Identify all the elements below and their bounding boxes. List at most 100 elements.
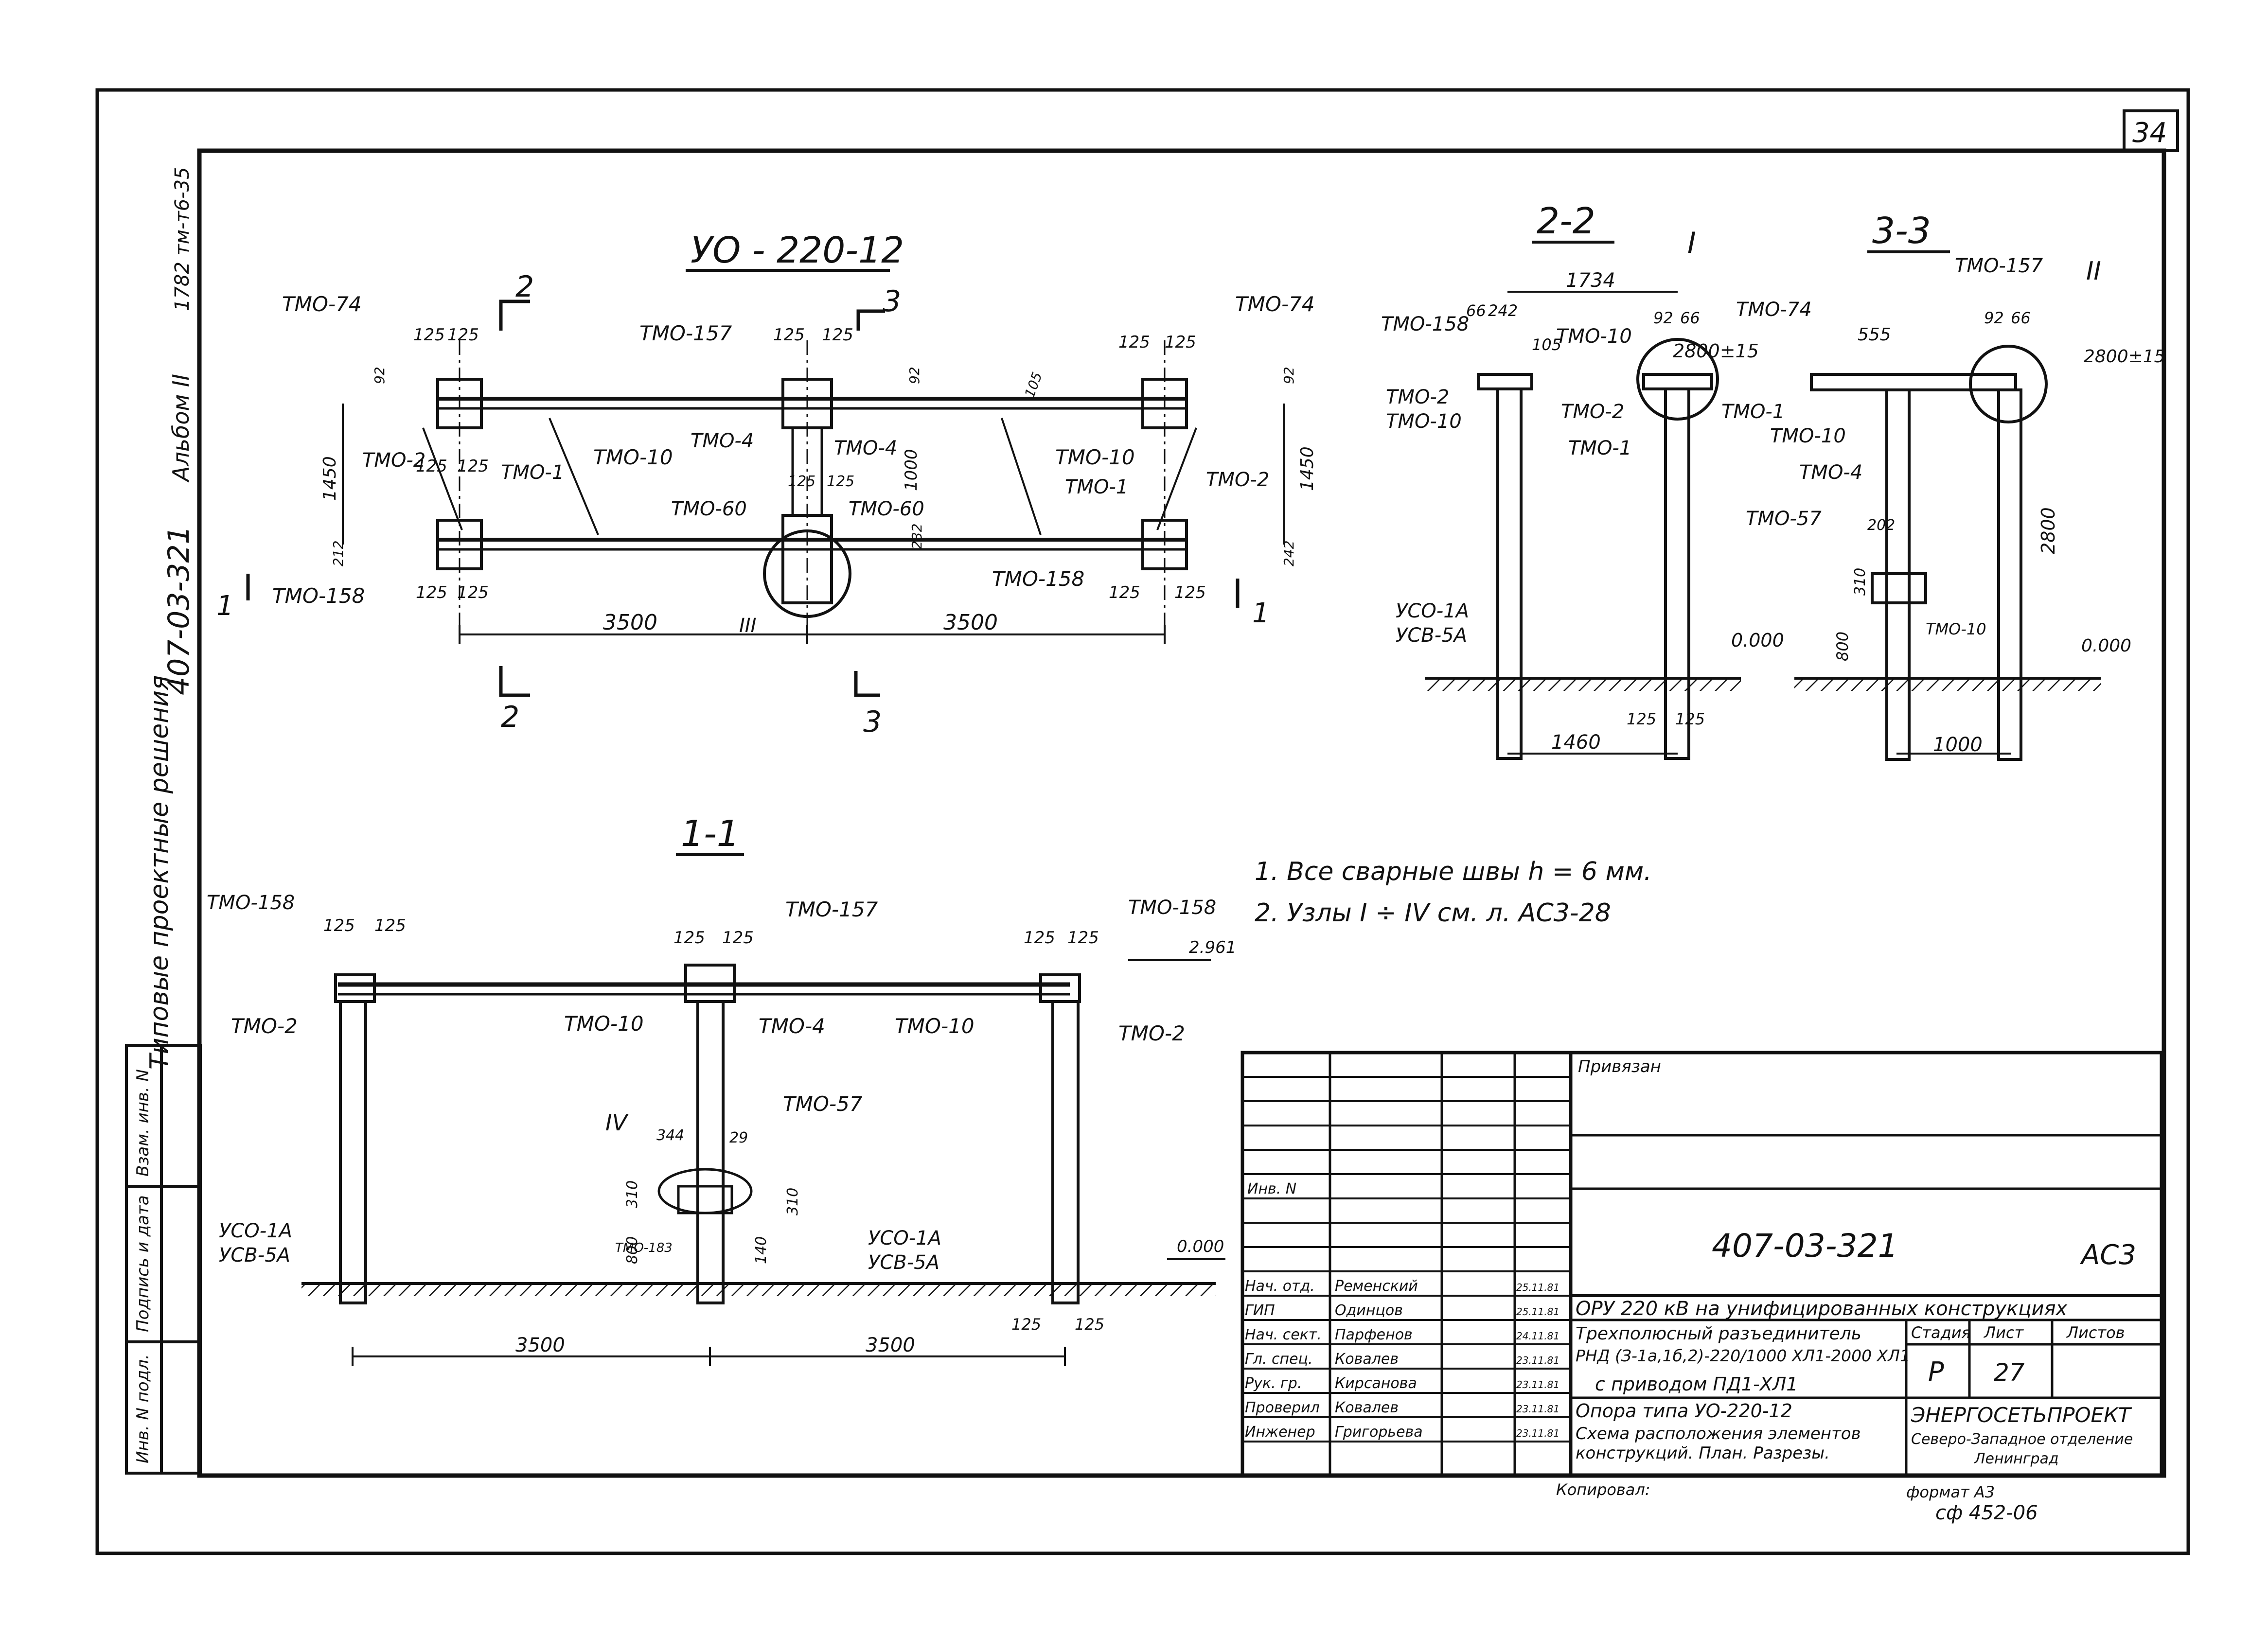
sec11-dim: 125 xyxy=(374,916,406,935)
section-2-2: 2-2 I ТМО-158 ТМО-10 ТМО-2 ТМО-10 ТМО-74… xyxy=(1381,200,1812,760)
signer-date: 24.11.81 xyxy=(1516,1330,1559,1342)
plan-label: ТМО-60 xyxy=(671,498,747,520)
sec22-dim: 125 xyxy=(1675,710,1705,728)
sec11-dim: 2.961 xyxy=(1189,938,1236,957)
sec22-label: ТМО-2 xyxy=(1561,401,1624,423)
sec33-label: ТМО-10 xyxy=(1770,425,1846,447)
side-margin: Типовые проектные решения 407-03-321 Аль… xyxy=(125,167,202,1475)
sec11-label: ТМО-158 xyxy=(207,892,295,914)
plan-label: ТМО-2 xyxy=(1206,469,1269,491)
sec11-label: ТМО-57 xyxy=(783,1092,863,1116)
plan-dim: 1450 xyxy=(320,456,340,501)
side-cell-1: Взам. инв. N xyxy=(133,1069,153,1177)
sec11-dim: 125 xyxy=(722,928,754,948)
side-code: 407-03-321 xyxy=(162,526,196,695)
signer-name: Ременский xyxy=(1335,1278,1418,1295)
plan-dim: 125 xyxy=(1174,583,1206,602)
plan-dim: 1000 xyxy=(902,449,921,491)
sec11-label: ТМО-183 xyxy=(615,1241,673,1255)
plan-dim: 125 xyxy=(413,325,445,345)
section-1-1: 1-1 ТМО-158 ТМО-157 ТМО-158 ТМО-2 ТМО-10… xyxy=(207,813,1236,1366)
plan-title: УО - 220-12 xyxy=(691,229,904,271)
plan-dim: 1450 xyxy=(1297,446,1317,491)
sec11-label: ТМО-4 xyxy=(759,1014,825,1038)
notes: 1. Все сварные швы h = 6 мм. 2. Узлы I ÷… xyxy=(1255,857,1652,928)
sec11-label: УСВ-5А xyxy=(219,1244,290,1267)
plan-label: ТМО-74 xyxy=(1235,292,1315,316)
sec33-dim: 555 xyxy=(1858,325,1891,345)
sec33-dim: 800 xyxy=(1833,632,1852,661)
sec22-label: УСО-1А xyxy=(1396,600,1469,622)
signer-role: Нач. сект. xyxy=(1245,1326,1322,1343)
side-cell-3: Инв. N подл. xyxy=(133,1354,153,1463)
plan-dim: 3500 xyxy=(943,610,998,635)
plan-dim: 125 xyxy=(416,583,447,602)
signer-name: Парфенов xyxy=(1335,1326,1413,1343)
plan-dim: 3500 xyxy=(603,610,657,635)
tb-project: ОРУ 220 кВ на унифицированных конструкци… xyxy=(1576,1298,2068,1320)
plan-node-left-top xyxy=(436,340,483,632)
plan-dim: 242 xyxy=(1281,541,1297,566)
sec22-label: ТМО-2 xyxy=(1386,386,1449,408)
sheet-frame: 34 xyxy=(95,88,2190,1555)
side-cell-2: Подпись и дата xyxy=(133,1195,153,1332)
sec11-label: УСО-1А xyxy=(219,1220,292,1242)
sec33-dim: 92 xyxy=(1984,309,2004,327)
title-block: Привязан Инв. N 407-03-321 АС3 ОРУ 220 к… xyxy=(1240,1051,2163,1478)
sec22-dim: 125 xyxy=(1627,710,1656,728)
sec22-label: ТМО-74 xyxy=(1736,299,1812,321)
sec11-dim: 0.000 xyxy=(1177,1237,1224,1256)
section-mark: 3 xyxy=(863,705,882,739)
sec11-dim: 29 xyxy=(729,1129,748,1146)
sec11-title: 1-1 xyxy=(681,813,740,855)
plan-label: ТМО-10 xyxy=(593,445,673,469)
page-number: 34 xyxy=(2132,117,2167,149)
signer-role: Нач. отд. xyxy=(1245,1278,1315,1295)
sec22-label: ТМО-10 xyxy=(1386,410,1462,433)
sec22-dim: 66 xyxy=(1466,301,1486,320)
side-title: Типовые проектные решения xyxy=(145,675,174,1070)
signer-role: Гл. спец. xyxy=(1245,1351,1312,1368)
sec11-dim: 125 xyxy=(1024,928,1055,948)
section-mark: 1 xyxy=(1252,598,1270,629)
plan-label: ТМО-60 xyxy=(849,498,924,520)
plan-label: ТМО-2 xyxy=(362,449,425,472)
sec33-label: ТМО-157 xyxy=(1955,255,2043,277)
plan-dim: 125 xyxy=(457,457,489,476)
footer-format: формат А3 xyxy=(1906,1483,1995,1501)
sec22-dim: 1460 xyxy=(1551,731,1601,754)
note-1: 1. Все сварные швы h = 6 мм. xyxy=(1255,857,1652,886)
tb-stage: Р xyxy=(1928,1356,1944,1387)
sec11-dim: 3500 xyxy=(515,1334,565,1356)
section-mark: 1 xyxy=(216,590,234,622)
sec22-dim: 105 xyxy=(1532,335,1561,354)
sec11-dim: 125 xyxy=(1067,928,1099,948)
sec22-node-mark: I xyxy=(1687,226,1696,260)
plan-label: ТМО-158 xyxy=(272,584,365,608)
sec11-label: ТМО-2 xyxy=(1118,1021,1185,1045)
sec11-label: ТМО-10 xyxy=(895,1014,975,1038)
plan-label: ТМО-4 xyxy=(834,437,897,459)
note-2: 2. Узлы I ÷ IV см. л. АС3-28 xyxy=(1255,898,1611,928)
plan-label: ТМО-1 xyxy=(501,461,564,484)
sec33-node-mark: II xyxy=(2086,257,2101,286)
sec11-label: ТМО-157 xyxy=(785,897,878,921)
sec33-dim: 310 xyxy=(1852,568,1869,596)
tb-mark: АС3 xyxy=(2080,1239,2136,1271)
sec33-dim: 2800 xyxy=(2038,507,2059,554)
plan-view: УО - 220-12 ТМО-7 xyxy=(216,229,1317,739)
signer-role: Рук. гр. xyxy=(1245,1375,1302,1392)
plan-node-left-bottom xyxy=(436,519,483,570)
section-3-3: 3-3 II ТМО-157 ТМО-10 ТМО-4 ТМО-57 ТМО-1… xyxy=(1746,210,2165,761)
plan-label: ТМО-1 xyxy=(1065,476,1128,498)
plan-node-circle xyxy=(763,529,851,618)
sec11-label: ТМО-10 xyxy=(564,1012,644,1036)
tb-object-3: с приводом ПД1-ХЛ1 xyxy=(1595,1373,1798,1395)
sec11-dim: 800 xyxy=(624,1236,641,1264)
plan-label: ТМО-158 xyxy=(992,567,1084,591)
sec22-dim: 66 xyxy=(1680,309,1700,327)
sec33-label: ТМО-57 xyxy=(1746,508,1822,530)
section-mark: 2 xyxy=(501,700,519,734)
signer-role: ГИП xyxy=(1245,1302,1275,1319)
sec22-dim: 92 xyxy=(1653,309,1673,327)
